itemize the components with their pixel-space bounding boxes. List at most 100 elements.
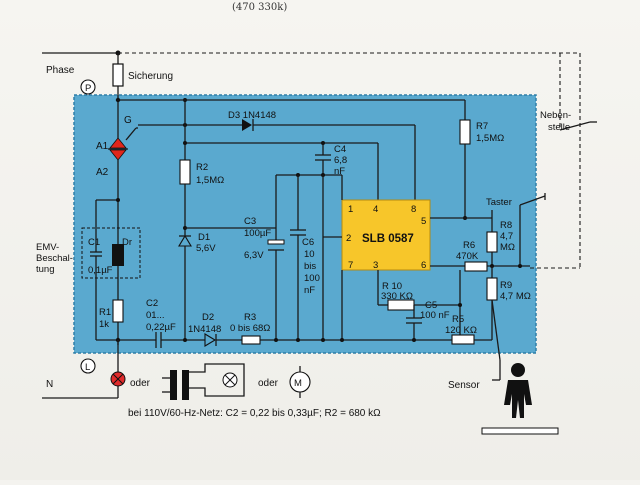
mains-note: bei 110V/60-Hz-Netz: C2 = 0,22 bis 0,33µ… <box>128 408 381 419</box>
pin2-bottom-node <box>321 338 325 342</box>
sensor-wire <box>491 299 501 361</box>
r8-symbol <box>486 231 498 253</box>
p-marker-label: P <box>85 83 91 94</box>
c3-name: C3 <box>244 216 256 227</box>
c6-bottom-node <box>296 338 300 342</box>
ic-pin-2: 2 <box>346 233 351 244</box>
transformer-core-right <box>182 370 189 400</box>
or-label-2: oder <box>258 378 279 389</box>
button-label: Taster <box>486 197 512 208</box>
phase-top-node <box>115 97 121 103</box>
d2-node <box>183 338 187 342</box>
lamp-cross-b <box>112 373 124 385</box>
c6-name: C6 <box>302 237 314 248</box>
r8-value2: MΩ <box>500 242 515 253</box>
c1-name: C1 <box>88 237 100 248</box>
d1-name: D1 <box>198 232 210 243</box>
c3-bottom-node <box>274 338 278 342</box>
choke-symbol <box>112 244 124 266</box>
triac-a2-label: A2 <box>96 167 109 178</box>
extension-label-1: Neben- <box>540 110 571 121</box>
r8-name: R8 <box>500 220 512 231</box>
ic-pin-4: 4 <box>373 204 378 215</box>
ic-pin-3: 3 <box>373 260 378 271</box>
c6-v4: nF <box>304 285 315 296</box>
dr-label: Dr <box>122 237 132 248</box>
r5-name: R5 <box>452 314 464 325</box>
r9-symbol <box>486 277 498 301</box>
c1-node <box>116 198 120 202</box>
sensor-label: Sensor <box>448 380 480 391</box>
ic-pin-5: 5 <box>421 216 426 227</box>
d2-value: 1N4148 <box>188 324 221 335</box>
emv-label-1: EMV- <box>36 242 59 253</box>
fuse-symbol <box>112 63 124 87</box>
c4-name: C4 <box>334 144 346 155</box>
r7-symbol <box>459 119 471 145</box>
r9-name: R9 <box>500 280 512 291</box>
r9-value: 4,7 MΩ <box>500 291 531 302</box>
emv-box <box>81 227 141 279</box>
phase-label: Phase <box>46 65 75 76</box>
fuse-label: Sicherung <box>128 71 173 82</box>
halogen-cross-b <box>224 374 236 386</box>
c2-v1: 01... <box>146 310 165 321</box>
c3-value1: 100µF <box>244 228 271 239</box>
c2-name: C2 <box>146 298 158 309</box>
gate-wire <box>125 127 137 141</box>
r8-value1: 4,7 <box>500 231 513 242</box>
r2-value: 1,5MΩ <box>196 175 224 186</box>
extension-label-2: stelle <box>548 122 570 133</box>
d2-name: D2 <box>202 312 214 323</box>
ic-slb0587 <box>341 199 431 271</box>
c5-value: 100 nF <box>420 310 450 321</box>
or-label-1: oder <box>130 378 151 389</box>
person-icon <box>504 363 532 418</box>
d1-value: 5,6V <box>196 243 216 254</box>
c4-value2: nF <box>334 166 345 177</box>
c6-v2: bis <box>304 261 316 272</box>
l-marker-label: L <box>85 362 90 373</box>
ic-pin-6: 6 <box>421 260 426 271</box>
c3-value2: 6,3V <box>244 250 264 261</box>
r6-name: R6 <box>463 240 475 251</box>
c2-v2: 0,22µF <box>146 322 176 333</box>
r2-name: R2 <box>196 162 208 173</box>
d3-diode-symbol <box>242 119 252 131</box>
d3-label: D3 1N4148 <box>228 110 276 121</box>
c5-name: C5 <box>425 300 437 311</box>
d2-symbol <box>204 333 217 347</box>
r6-symbol <box>464 261 488 272</box>
r10-name: R 10 <box>382 281 402 292</box>
r1-name: R1 <box>99 307 111 318</box>
c3-plate-top <box>267 239 285 245</box>
c4-top-node <box>321 141 325 145</box>
extension-switch-lever <box>559 121 591 131</box>
p-marker <box>80 79 96 95</box>
transformer-secondary-loop <box>189 363 245 397</box>
r10-node <box>458 303 462 307</box>
triac-lower <box>109 149 127 161</box>
r5-value: 120 KΩ <box>445 325 477 336</box>
floor-plate <box>481 427 559 435</box>
ic-pin-7: 7 <box>348 260 353 271</box>
handwritten-note: (470 330k) <box>232 2 287 13</box>
triac-upper <box>109 137 127 149</box>
triac-a1-label: A1 <box>96 141 109 152</box>
n-label: N <box>46 379 53 390</box>
circuit-board <box>73 94 537 354</box>
c1-value: 0,1µF <box>88 265 113 276</box>
c4-value1: 6,8 <box>334 155 347 166</box>
l-marker <box>80 358 96 374</box>
triac-g-label: G <box>124 115 132 126</box>
r3-name: R3 <box>244 312 256 323</box>
button-node <box>518 264 522 268</box>
c6-v1: 10 <box>304 249 315 260</box>
r3-value: 0 bis 68Ω <box>230 323 270 334</box>
emv-label-3: tung <box>36 264 55 275</box>
ic-pin-8: 8 <box>411 204 416 215</box>
c4-bus-node <box>183 141 187 145</box>
ic-name: SLB 0587 <box>362 233 414 245</box>
motor-label: M <box>294 378 302 389</box>
